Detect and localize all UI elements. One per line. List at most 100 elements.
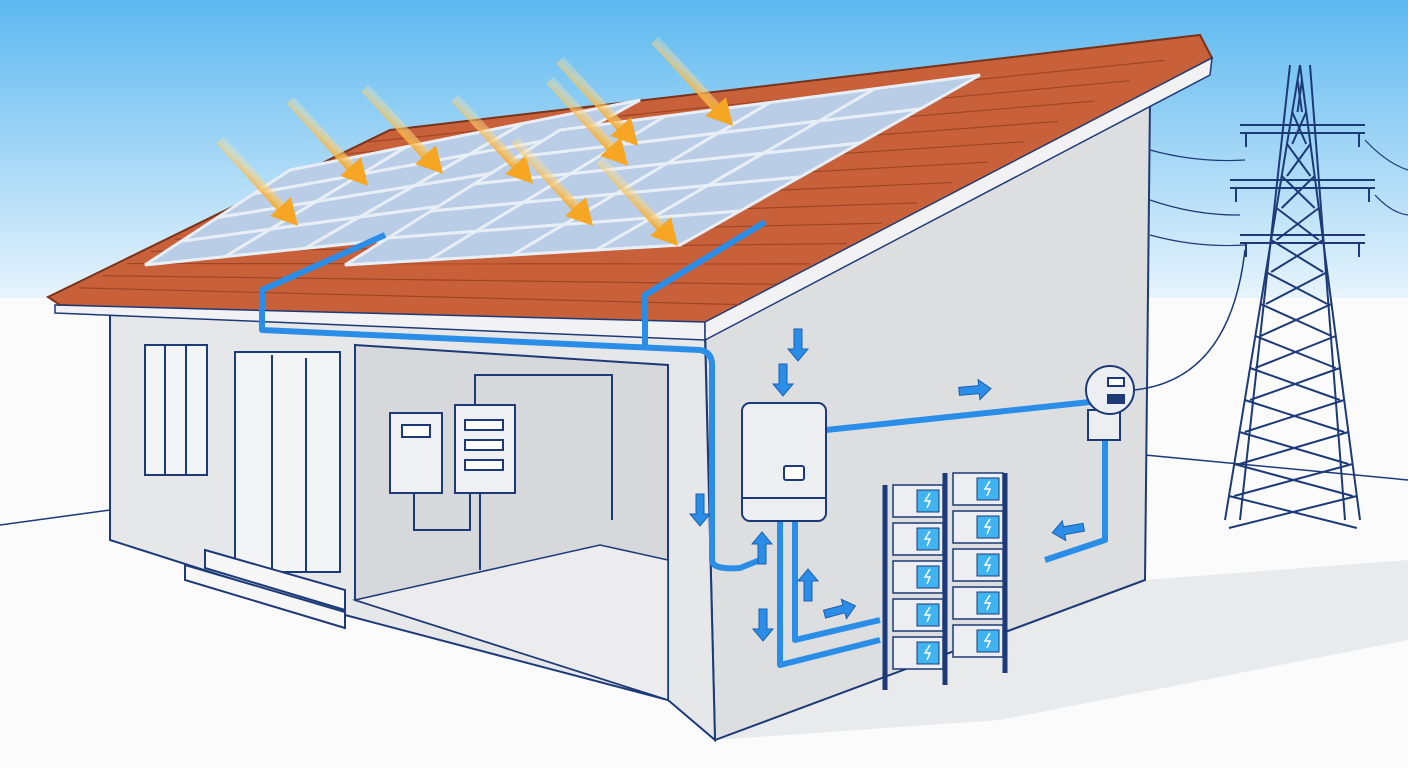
sun-ray-shaft — [451, 94, 520, 168]
power-pylon-icon — [1149, 64, 1408, 529]
roof-fascia — [704, 56, 1213, 342]
pylon-beam — [1281, 175, 1316, 209]
flow-arrows — [688, 328, 1086, 642]
dc-line — [642, 219, 767, 345]
sun-ray-shaft — [596, 156, 665, 230]
pylon-beam — [1260, 303, 1332, 337]
flow-arrow-shape — [1051, 519, 1086, 542]
flow-arrow-shape — [796, 568, 820, 602]
sun-ray-shaft — [216, 136, 285, 210]
power-line-wire — [1374, 194, 1408, 216]
horizon-line — [0, 509, 111, 526]
lightning-icon — [983, 594, 992, 611]
flow-arrow-icon — [750, 531, 774, 565]
lightning-icon — [983, 632, 992, 649]
pylon-beam — [1233, 463, 1353, 497]
power-line-wire — [1149, 149, 1246, 162]
roof-tile-row — [78, 287, 741, 306]
pylon-leg — [1224, 64, 1301, 521]
sun-ray-arrow-icon — [451, 94, 534, 184]
pylon-leg — [1299, 64, 1361, 521]
power-line-wire — [1149, 199, 1241, 216]
dc-line — [259, 232, 762, 572]
sun-ray-shaft — [511, 136, 580, 210]
sun-ray-head — [270, 197, 299, 226]
sun-ray-shaft — [286, 96, 355, 170]
battery-line — [777, 520, 881, 668]
flow-arrow-icon — [786, 328, 810, 362]
flow-arrow-icon — [771, 363, 795, 397]
power-line-wire — [1149, 234, 1246, 247]
grid-feed-wire — [1133, 249, 1246, 391]
sun-ray-arrow-icon — [511, 136, 594, 226]
sun-ray-arrow-icon — [546, 76, 629, 166]
lightning-icon — [983, 480, 992, 497]
pylon-beam — [1275, 207, 1320, 241]
inverter-icon — [741, 402, 827, 522]
interior-floor — [352, 544, 669, 702]
sun-ray-arrow-icon — [361, 84, 444, 174]
glass-door[interactable] — [234, 351, 341, 573]
sun-ray-head — [610, 117, 639, 146]
flow-arrow-shape — [958, 378, 992, 401]
battery-rack — [882, 472, 1008, 690]
entrance-steps — [184, 548, 346, 630]
window — [144, 344, 208, 476]
sun-ray-arrow-icon — [651, 36, 734, 126]
lightning-icon — [923, 492, 932, 509]
sun-ray-head — [565, 197, 594, 226]
pylon-beam — [1249, 367, 1341, 401]
pylon-beam — [1296, 79, 1303, 113]
breaker-panel-icon — [389, 374, 613, 570]
ground-shadow — [715, 560, 1408, 740]
flow-arrow-icon — [822, 598, 857, 620]
flow-arrow-shape — [751, 608, 775, 642]
meter-battery-line — [1044, 440, 1108, 563]
energy-flow-lines — [259, 219, 1108, 668]
inverter-meter-line — [825, 399, 1091, 433]
sun-ray-arrow-icon — [216, 136, 299, 226]
sun-ray-shaft — [361, 84, 430, 158]
sun-ray-head — [705, 97, 734, 126]
flow-arrow-shape — [822, 598, 857, 620]
sun-ray-head — [600, 137, 629, 166]
lightning-icon — [923, 606, 932, 623]
flow-arrow-shape — [750, 531, 774, 565]
pylon-beam — [1270, 239, 1324, 273]
sun-ray-arrow-icon — [556, 56, 639, 146]
pylon-beam — [1286, 143, 1312, 177]
sunlight — [216, 36, 734, 246]
sun-ray-shaft — [556, 56, 625, 130]
electric-meter-icon — [1085, 365, 1135, 441]
power-line-wire — [1364, 139, 1408, 171]
flow-arrow-icon — [751, 608, 775, 642]
sun-ray-head — [505, 155, 534, 184]
pylon-beam — [1228, 495, 1358, 529]
sun-ray-arrow-icon — [596, 156, 679, 246]
flow-arrow-icon — [958, 378, 992, 401]
sun-ray-arrow-icon — [286, 96, 369, 186]
pylon-leg — [1239, 64, 1291, 521]
flow-arrow-shape — [688, 493, 712, 527]
sun-ray-shaft — [546, 76, 615, 150]
flow-arrow-icon — [1051, 519, 1086, 542]
flow-arrow-shape — [786, 328, 810, 362]
sun-ray-shaft — [651, 36, 720, 110]
lightning-icon — [983, 556, 992, 573]
sun-ray-head — [340, 157, 369, 186]
horizon-line — [1144, 454, 1408, 481]
pylon-beam — [1239, 431, 1349, 465]
lightning-icon — [923, 530, 932, 547]
lightning-icon — [983, 518, 992, 535]
flow-arrow-icon — [796, 568, 820, 602]
pylon-beam — [1265, 271, 1328, 305]
pylon-beam — [1244, 399, 1345, 433]
sun-ray-head — [650, 217, 679, 246]
flow-arrow-icon — [688, 493, 712, 527]
pylon-leg — [1309, 64, 1346, 521]
battery-line — [792, 520, 881, 643]
lightning-icon — [923, 568, 932, 585]
flow-arrow-shape — [771, 363, 795, 397]
pylon-beam — [1254, 335, 1337, 369]
